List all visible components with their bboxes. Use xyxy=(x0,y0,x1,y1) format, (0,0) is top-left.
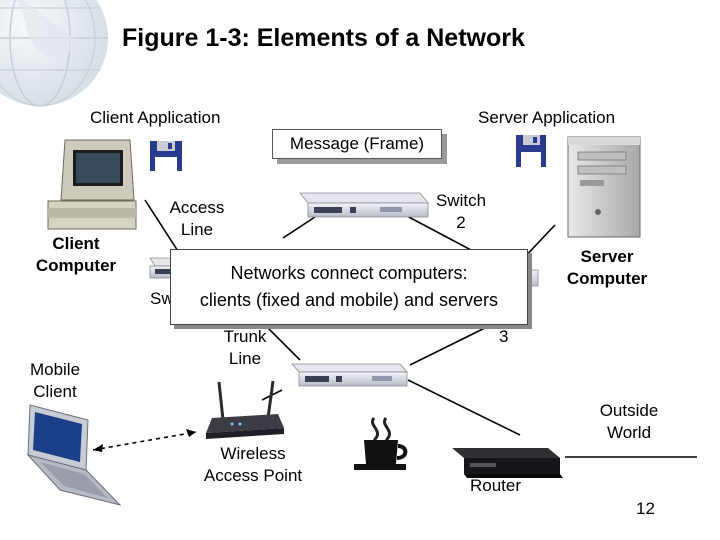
laptop-icon xyxy=(26,404,122,506)
server-computer-text-2: Computer xyxy=(566,269,648,288)
wireless-access-point-label: Wireless Access Point xyxy=(192,443,314,487)
callout-box: Networks connect computers: clients (fix… xyxy=(170,249,528,325)
server-computer-label: Server Computer xyxy=(556,246,658,290)
floppy-disk-icon xyxy=(150,141,182,171)
switch-2-text-2: 2 xyxy=(456,213,466,232)
wireless-access-point-icon xyxy=(206,380,284,439)
globe-icon xyxy=(0,0,108,107)
callout-line-1: Networks connect computers: xyxy=(230,263,468,283)
switch-2-text-1: Switch xyxy=(435,191,487,210)
client-computer-text-1: Client xyxy=(52,234,100,253)
wireless-text-1: Wireless xyxy=(220,444,286,463)
client-application-label: Client Application xyxy=(90,108,221,127)
outside-world-text-1: Outside xyxy=(599,401,659,420)
switch-1-partial-label: Sw xyxy=(150,289,174,308)
wireless-text-2: Access Point xyxy=(203,466,303,485)
page-number: 12 xyxy=(636,499,655,518)
figure-title: Figure 1-3: Elements of a Network xyxy=(122,24,525,52)
callout-line-2: clients (fixed and mobile) and servers xyxy=(199,290,499,310)
wireless-link-arrow-right xyxy=(186,429,196,437)
wireless-link-arrow-left xyxy=(93,444,103,452)
floppy-disk-icon xyxy=(516,135,546,167)
router-icon xyxy=(452,448,563,478)
client-computer-text-2: Computer xyxy=(35,256,117,275)
outside-world-label: Outside World xyxy=(590,400,668,444)
router-label: Router xyxy=(470,476,522,495)
switch-icon xyxy=(299,192,429,218)
access-line-text-1: Access xyxy=(169,198,225,217)
server-tower-icon xyxy=(567,136,641,238)
message-frame-label: Message (Frame) xyxy=(289,134,425,153)
trunk-line-text-2: Line xyxy=(228,349,262,368)
mobile-client-label: Mobile Client xyxy=(20,359,90,403)
server-application-label: Server Application xyxy=(478,108,616,127)
mobile-client-text-1: Mobile xyxy=(29,360,81,379)
switch-2-label: Switch 2 xyxy=(426,190,496,234)
wireless-link xyxy=(92,431,197,451)
switch-icon xyxy=(291,363,408,387)
coffee-cup-icon xyxy=(354,417,408,470)
access-line-text-2: Line xyxy=(180,220,214,239)
mobile-client-text-2: Client xyxy=(33,382,77,401)
server-computer-text-1: Server xyxy=(580,247,634,266)
access-line-label: Access Line xyxy=(162,197,232,241)
trunk-line-label: Trunk Line xyxy=(212,326,278,370)
switch-3-number: 3 xyxy=(499,327,509,346)
trunk-line-text-1: Trunk xyxy=(223,327,267,346)
message-frame-box: Message (Frame) xyxy=(272,129,442,159)
client-computer-label: Client Computer xyxy=(24,233,128,277)
outside-world-text-2: World xyxy=(606,423,652,442)
client-computer-icon xyxy=(47,139,137,230)
